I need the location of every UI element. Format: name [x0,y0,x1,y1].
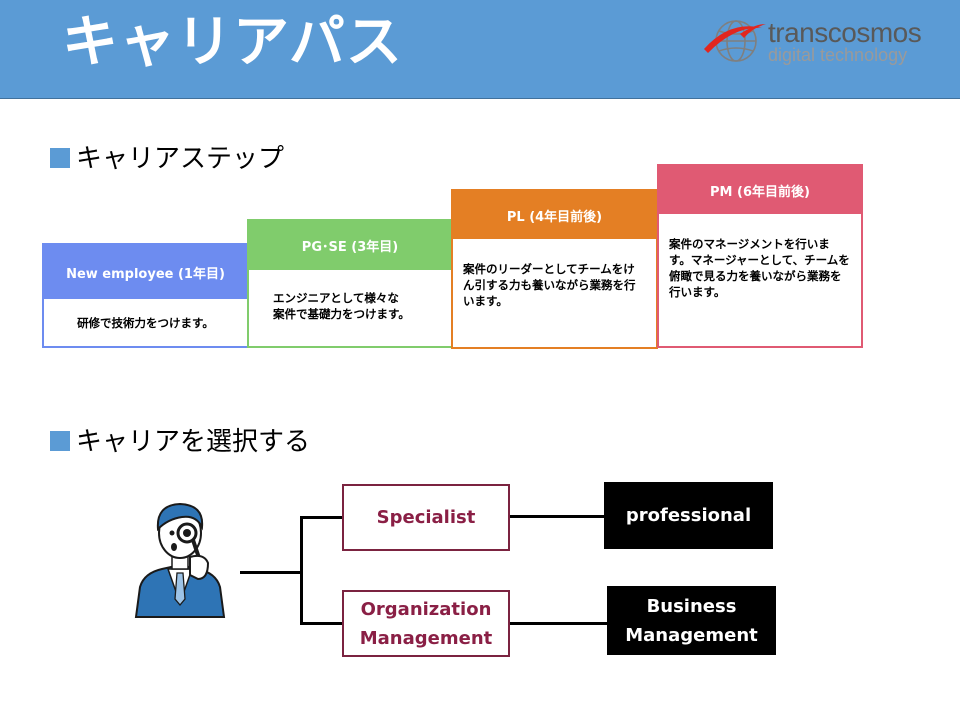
result-label: professional [625,505,752,526]
step-description: エンジニアとして様々な 案件で基礎力をつけます。 [273,291,410,321]
connector-line [300,516,343,519]
step-description: 研修で技術力をつけます。 [77,316,214,330]
step-title: New employee (1年目) [44,245,247,299]
option-specialist: Specialist [342,484,510,551]
square-bullet-icon [50,431,70,451]
step-title: PL (4年目前後) [453,191,656,239]
result-label: Business Management [625,595,758,646]
step-title: PM (6年目前後) [659,166,861,214]
logo-tagline: digital technology [768,45,908,65]
globe-icon [704,20,766,62]
step-card-new-employee: New employee (1年目) 研修で技術力をつけます。 [42,243,249,348]
logo-wordmark: transcosmos [768,17,922,48]
option-label: Organization Management [359,598,493,649]
section-heading-career-steps: キャリアステップ [50,142,284,176]
section-heading-label: キャリアを選択する [76,427,311,457]
step-description: 案件のリーダーとしてチームをけん引する力も養いながら業務を行います。 [463,262,636,308]
step-card-pl: PL (4年目前後) 案件のリーダーとしてチームをけん引する力も養いながら業務を… [451,189,658,349]
section-heading-label: キャリアステップ [76,144,285,174]
step-title: PG･SE (3年目) [249,221,451,270]
connector-line [509,622,609,625]
square-bullet-icon [50,148,70,168]
connector-line [300,516,303,625]
option-organization-management: Organization Management [342,590,510,657]
result-professional: professional [604,482,773,549]
option-label: Specialist [376,507,476,528]
step-card-pg-se: PG･SE (3年目) エンジニアとして様々な 案件で基礎力をつけます。 [247,219,453,348]
result-business-management: Business Management [607,586,776,655]
step-description: 案件のマネージメントを行います。マネージャーとして、チームを俯瞰で見る力を養いな… [669,237,850,299]
connector-line [509,515,606,518]
connector-line [300,622,343,625]
connector-line [240,571,302,574]
company-logo: transcosmos digital technology [700,14,950,74]
section-heading-career-choice: キャリアを選択する [50,425,310,459]
page-title: キャリアパス [62,10,403,75]
step-card-pm: PM (6年目前後) 案件のマネージメントを行います。マネージャーとして、チーム… [657,164,863,348]
header-bar: キャリアパス transcosmos digital technology [0,0,960,99]
person-magnifier-icon [134,502,226,618]
